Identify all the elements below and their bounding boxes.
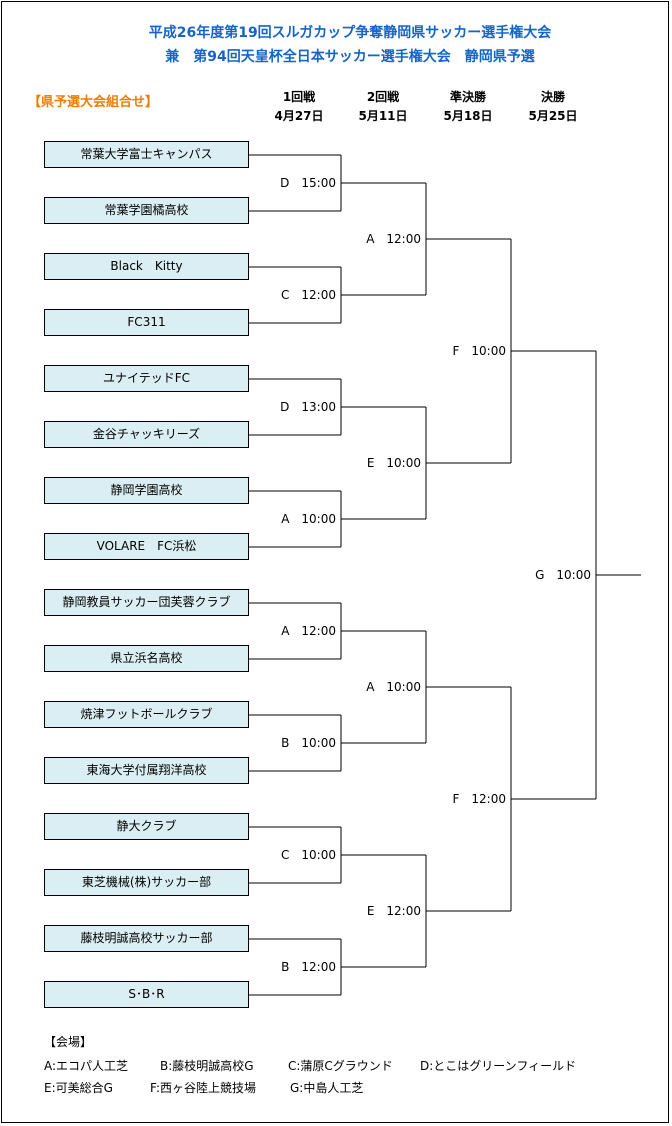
- semifinal-match-label: F 12:00: [450, 792, 508, 806]
- round2-match-label: A 10:00: [364, 680, 423, 694]
- team-box: 東芝機械(株)サッカー部: [44, 869, 249, 896]
- round-date: 4月27日: [274, 109, 324, 123]
- round-header-final: 決勝 5月25日: [516, 88, 590, 126]
- round1-match-label: D 13:00: [278, 400, 338, 414]
- team-box: VOLARE FC浜松: [44, 533, 249, 560]
- round1-match-label: A 12:00: [279, 624, 338, 638]
- round-name: 2回戦: [366, 90, 400, 104]
- round-header-2: 2回戦 5月11日: [346, 88, 420, 126]
- team-box: 金谷チャッキリーズ: [44, 421, 249, 448]
- venue-c: C:蒲原Cグラウンド: [288, 1059, 393, 1073]
- venue-a: A:エコパ人工芝: [44, 1059, 129, 1073]
- round2-match-label: E 12:00: [364, 904, 423, 918]
- round-name: 1回戦: [282, 90, 316, 104]
- semifinal-match-label: F 10:00: [450, 344, 508, 358]
- round1-match-label: B 12:00: [279, 960, 338, 974]
- venue-e: E:可美総合G: [44, 1081, 113, 1095]
- team-box: FC311: [44, 309, 249, 336]
- round-header-1: 1回戦 4月27日: [262, 88, 336, 126]
- team-box: 静岡教員サッカー団芙蓉クラブ: [44, 589, 249, 616]
- team-box: 常葉学園橘高校: [44, 197, 249, 224]
- round-date: 5月11日: [358, 109, 408, 123]
- round1-match-label: D 15:00: [278, 176, 338, 190]
- round-header-semifinal: 準決勝 5月18日: [431, 88, 505, 126]
- tournament-title: 平成26年度第19回スルガカップ争奪静岡県サッカー選手権大会: [148, 25, 552, 41]
- section-label: 【県予選大会組合せ】: [28, 95, 159, 110]
- venue-title: 【会場】: [44, 1035, 93, 1049]
- round-date: 5月25日: [528, 109, 578, 123]
- round1-match-label: B 10:00: [279, 736, 338, 750]
- round1-match-label: A 10:00: [279, 512, 338, 526]
- venue-d: D:とこはグリーンフィールド: [420, 1059, 577, 1073]
- team-box: 静大クラブ: [44, 813, 249, 840]
- round2-match-label: E 10:00: [364, 456, 423, 470]
- team-box: ユナイテッドFC: [44, 365, 249, 392]
- final-match-label: G 10:00: [533, 568, 593, 582]
- team-box: 藤枝明誠高校サッカー部: [44, 925, 249, 952]
- team-box: 常葉大学富士キャンパス: [44, 141, 249, 168]
- round1-match-label: C 10:00: [279, 848, 338, 862]
- team-box: 県立浜名高校: [44, 645, 249, 672]
- team-box: 東海大学付属翔洋高校: [44, 757, 249, 784]
- team-box: S･B･R: [44, 981, 249, 1008]
- venue-f: F:西ヶ谷陸上競技場: [150, 1081, 257, 1095]
- team-box: Black Kitty: [44, 253, 249, 280]
- round-name: 決勝: [540, 90, 565, 104]
- round-name: 準決勝: [449, 90, 486, 104]
- venue-b: B:藤枝明誠高校G: [160, 1059, 254, 1073]
- round1-match-label: C 12:00: [279, 288, 338, 302]
- team-box: 焼津フットボールクラブ: [44, 701, 249, 728]
- round2-match-label: A 12:00: [364, 232, 423, 246]
- tournament-subtitle: 兼 第94回天皇杯全日本サッカー選手権大会 静岡県予選: [165, 49, 535, 65]
- round-date: 5月18日: [443, 109, 493, 123]
- team-box: 静岡学園高校: [44, 477, 249, 504]
- venue-g: G:中島人工芝: [290, 1081, 364, 1095]
